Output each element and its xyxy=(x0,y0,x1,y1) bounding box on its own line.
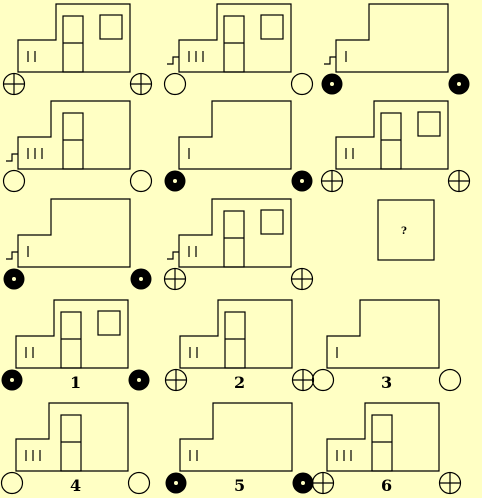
puzzle-cell-r2c2 xyxy=(164,100,313,192)
puzzle-cell-r2c3 xyxy=(320,100,471,193)
wheel-hub-dot xyxy=(457,82,461,86)
missing-cell-question-mark: ? xyxy=(401,226,407,237)
wheel-right-empty xyxy=(290,72,314,96)
cart-window xyxy=(97,310,121,336)
wheel-hub-dot xyxy=(301,481,305,485)
cart-window xyxy=(99,14,123,40)
wheel-left-empty xyxy=(311,368,335,392)
puzzle-cell-r3c2 xyxy=(163,198,314,291)
answer-option-6 xyxy=(311,402,462,495)
cart-ladder xyxy=(6,153,18,162)
cart-door xyxy=(60,311,82,369)
wheel-hub-dot xyxy=(12,277,16,281)
answer-label: 5 xyxy=(234,476,245,495)
cart-ladder xyxy=(167,56,179,65)
puzzle-cell-r1c1 xyxy=(2,3,153,96)
missing-cell: ? xyxy=(377,199,435,261)
wheel-right-empty xyxy=(438,368,462,392)
cart-ladder xyxy=(167,251,179,260)
puzzle-cell-r3c1 xyxy=(3,198,152,290)
wheel-hub-dot xyxy=(173,179,177,183)
cart-body xyxy=(179,299,293,369)
answer-label: 3 xyxy=(381,373,392,392)
cart-door xyxy=(224,311,246,369)
wheel-hub-dot xyxy=(137,378,141,382)
cart-body xyxy=(179,402,293,472)
answer-label: 1 xyxy=(70,373,81,392)
cart-body xyxy=(335,3,449,73)
cart-body xyxy=(178,3,292,73)
cart-door xyxy=(223,210,245,268)
wheel-hub-dot xyxy=(330,82,334,86)
cart-door xyxy=(62,112,84,170)
wheel-right-empty xyxy=(129,169,153,193)
wheel-hub-dot xyxy=(139,277,143,281)
puzzle-cell-r1c2 xyxy=(163,3,314,96)
cart-body xyxy=(335,100,449,170)
wheel-hub-dot xyxy=(300,179,304,183)
wheel-hub-dot xyxy=(10,378,14,382)
cart-window xyxy=(260,14,284,40)
answer-option-3 xyxy=(311,299,462,392)
cart-door xyxy=(380,112,402,170)
wheel-right-empty xyxy=(127,471,151,495)
wheel-left-empty xyxy=(2,169,26,193)
cart-body xyxy=(15,299,129,369)
cart-body xyxy=(178,100,292,170)
answer-options: 1 2 3 4 5 6 xyxy=(0,299,462,495)
cart-body xyxy=(15,402,129,472)
cart-ladder xyxy=(6,251,18,260)
wheel-hub-dot xyxy=(174,481,178,485)
cart-body xyxy=(178,198,292,268)
wheel-left-empty xyxy=(0,471,24,495)
puzzle-cell-r2c1 xyxy=(2,100,153,193)
cart-door xyxy=(60,414,82,472)
answer-option-5 xyxy=(165,402,314,494)
answer-option-4 xyxy=(0,402,151,495)
answer-option-1 xyxy=(1,299,150,391)
answer-label: 4 xyxy=(70,476,81,495)
cart-window xyxy=(417,111,441,137)
puzzle-cell-r1c3 xyxy=(321,3,470,95)
cart-body xyxy=(17,198,131,268)
cart-body xyxy=(17,3,131,73)
wheel-left-empty xyxy=(163,72,187,96)
cart-door xyxy=(223,15,245,73)
answer-label: 6 xyxy=(381,476,392,495)
cart-door xyxy=(371,414,393,472)
cart-window xyxy=(260,209,284,235)
cart-ladder xyxy=(324,56,336,65)
answer-option-2 xyxy=(164,299,315,392)
cart-body xyxy=(17,100,131,170)
missing-cell-box xyxy=(377,199,435,261)
cart-body xyxy=(326,299,440,369)
cart-body xyxy=(326,402,440,472)
answer-label: 2 xyxy=(234,373,245,392)
cart-door xyxy=(62,15,84,73)
puzzle-grid xyxy=(2,3,471,291)
